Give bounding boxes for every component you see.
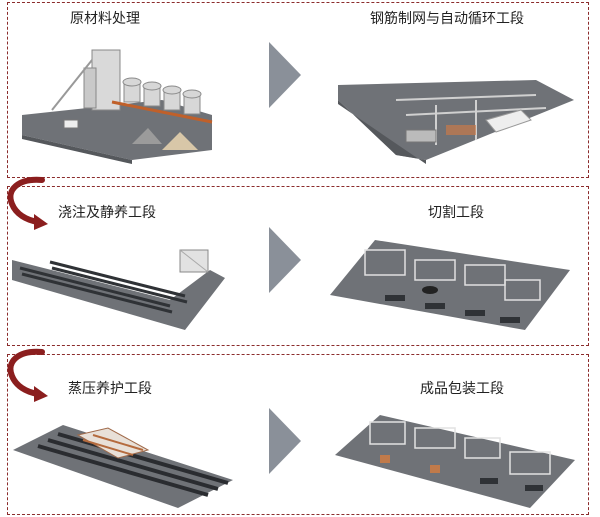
stage-label-cutting: 切割工段 [428,205,484,221]
stage-label-autoclave: 蒸压养护工段 [68,381,152,397]
casting-scene [12,249,225,330]
stage-label-raw-material: 原材料处理 [70,11,140,27]
raw-material-scene [22,49,213,164]
packaging-scene [335,415,575,508]
flow-arrow-row1 [269,42,301,108]
stage-label-casting: 浇注及静养工段 [58,205,156,221]
row-transition-arrow-2 [7,348,48,402]
autoclave-scene [13,425,233,508]
flow-arrow-row3 [269,408,301,474]
row-transition-arrow-1 [7,176,48,230]
rebar-mesh-scene [338,80,574,164]
stage-label-packaging: 成品包装工段 [420,381,504,397]
stage-label-rebar-mesh: 钢筋制网与自动循环工段 [370,11,524,27]
flow-arrow-row2 [269,227,301,293]
cutting-scene [330,240,570,330]
